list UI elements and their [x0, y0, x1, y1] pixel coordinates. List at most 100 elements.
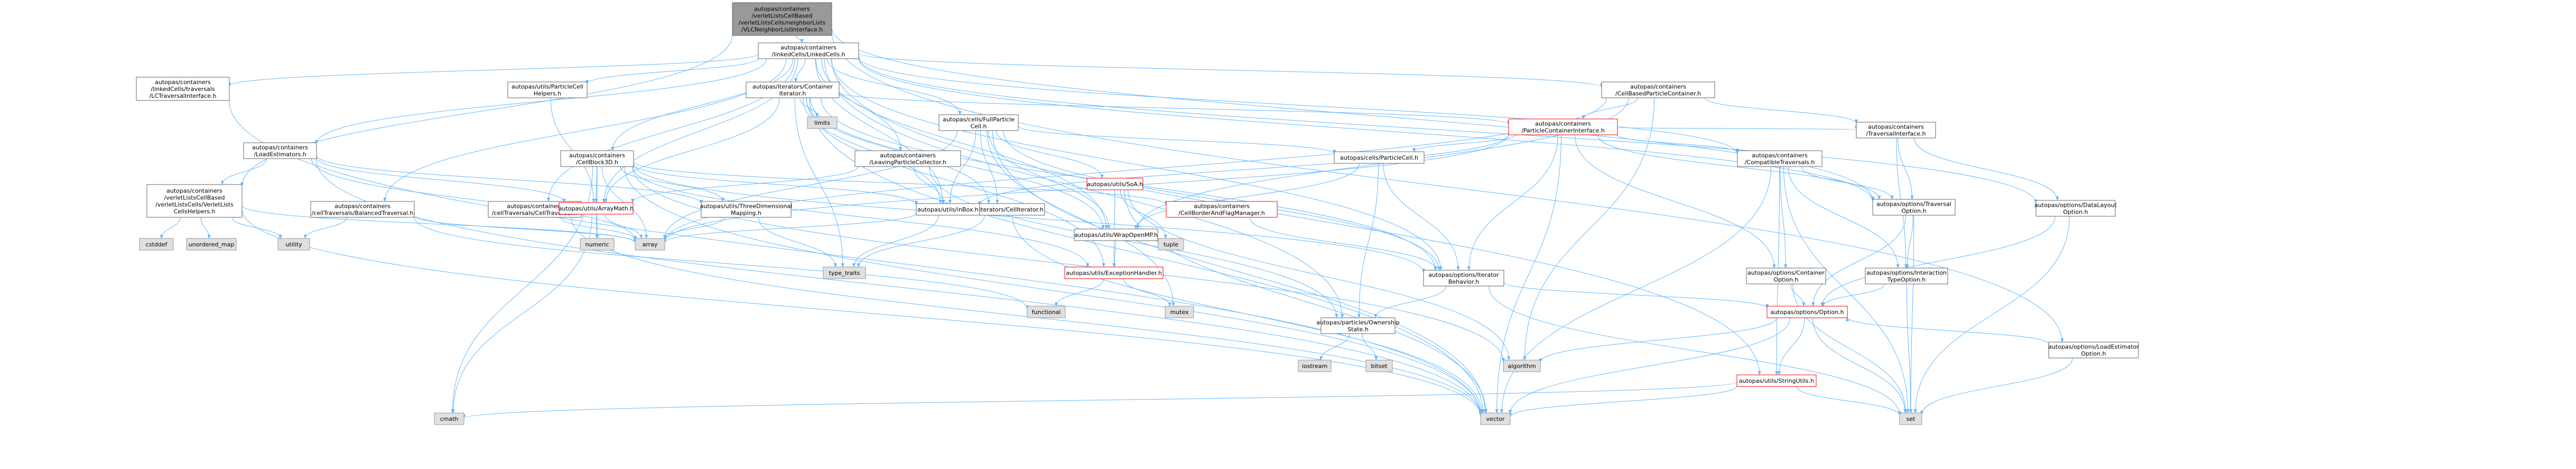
- node-cellBasedParticleContainer[interactable]: autopas/containers/CellBasedParticleCont…: [1601, 81, 1715, 98]
- node-box: [1074, 228, 1158, 241]
- edge-fullParticleCell-to-particleCell: [1018, 126, 1336, 154]
- node-numeric[interactable]: numeric: [580, 238, 615, 251]
- node-label-line: autopas/utils/ParticleCell: [512, 84, 583, 90]
- edge-dataLayoutOption-to-set: [1913, 216, 2070, 413]
- edge-threeDimensionalMapping-to-type_traits: [758, 217, 838, 268]
- edge-leavingParticleCollector-to-ownershipState: [928, 166, 1338, 318]
- edge-option-to-stringUtils: [1777, 317, 1805, 375]
- node-box: [434, 412, 464, 425]
- edge-linkedCells-to-iteratorBehavior: [831, 58, 1443, 271]
- node-box: [1766, 306, 1848, 318]
- node-particleCell[interactable]: autopas/cells/ParticleCell.h: [1334, 151, 1425, 164]
- node-label-line: algorithm: [1508, 363, 1536, 370]
- node-label-line: /cellTraversals/CellTraversal.h: [492, 210, 578, 217]
- node-vlcCellsHelpers[interactable]: autopas/containers/verletListsCellBased/…: [146, 184, 243, 218]
- node-soa[interactable]: autopas/utils/SoA.h: [1086, 178, 1143, 190]
- node-cellBlock3D[interactable]: autopas/containers/CellBlock3D.h: [560, 150, 634, 167]
- edge-cellBasedParticleContainer-to-particleContainerInterface: [1582, 97, 1638, 119]
- node-particleContainerInterface[interactable]: autopas/containers/ParticleContainerInte…: [1508, 118, 1618, 135]
- edge-inBox-to-type_traits: [852, 215, 939, 268]
- node-linkedCells[interactable]: autopas/containers/linkedCells/LinkedCel…: [758, 42, 859, 59]
- node-cstddef[interactable]: cstddef: [139, 238, 174, 251]
- edge-cellBlock3D-to-threeDimensionalMapping: [620, 166, 725, 202]
- node-arrayMath[interactable]: autopas/utils/ArrayMath.h: [559, 202, 634, 215]
- edge-arrayMath-to-cmath: [451, 214, 592, 413]
- node-label-line: /LoadEstimators.h: [254, 151, 306, 158]
- node-root[interactable]: autopas/containers/verletListsCellBased/…: [732, 2, 832, 36]
- edge-linkedCells-to-fullParticleCell: [827, 58, 962, 115]
- edge-containerOption-to-set: [1792, 283, 1908, 413]
- edge-balancedTraversal-to-array: [414, 215, 637, 243]
- edge-leavingParticleCollector-to-inBox: [914, 166, 945, 204]
- node-mutex[interactable]: mutex: [1165, 306, 1194, 318]
- node-cmath[interactable]: cmath: [434, 412, 464, 425]
- edge-option-to-algorithm: [1538, 317, 1777, 363]
- node-label-line: autopas/cells/ParticleCell.h: [1340, 154, 1418, 161]
- node-label-line: cstddef: [146, 241, 168, 248]
- edge-cellIterator-to-type_traits: [857, 215, 985, 268]
- node-utility[interactable]: utility: [277, 238, 310, 251]
- node-traversalInterface[interactable]: autopas/containers/TraversalInterface.h: [1856, 122, 1936, 139]
- node-label-line: Option.h: [1773, 277, 1798, 283]
- node-label-line: autopas/containers: [1630, 84, 1686, 90]
- node-label-line: limits: [814, 119, 830, 126]
- node-iostream[interactable]: iostream: [1298, 360, 1332, 372]
- node-array[interactable]: array: [635, 238, 665, 251]
- edge-iteratorBehavior-to-ownershipState: [1374, 286, 1447, 318]
- edge-soa-to-tuple: [1120, 189, 1167, 239]
- node-unordered_map[interactable]: unordered_map: [186, 238, 237, 251]
- edge-particleContainerInterface-to-traversalOption: [1597, 134, 1881, 200]
- edge-layer: [160, 27, 2073, 419]
- edge-vlcCellsHelpers-to-cstddef: [160, 217, 181, 239]
- node-label-line: array: [643, 241, 658, 248]
- node-leavingParticleCollector[interactable]: autopas/containers/LeavingParticleCollec…: [854, 150, 961, 167]
- node-wrapOpenMP[interactable]: autopas/utils/WrapOpenMP.h: [1074, 228, 1158, 241]
- node-exceptionHandler[interactable]: autopas/utils/ExceptionHandler.h: [1064, 266, 1164, 279]
- node-compatibleTraversals[interactable]: autopas/containers/CompatibleTraversals.…: [1737, 150, 1822, 167]
- node-box: [1480, 412, 1511, 425]
- node-box: [746, 81, 840, 98]
- edge-inBox-to-array: [663, 213, 917, 243]
- node-label-line: autopas/containers: [1868, 124, 1924, 131]
- node-option[interactable]: autopas/options/Option.h: [1766, 306, 1848, 318]
- node-label-line: Option.h: [2081, 351, 2106, 357]
- edge-particleContainerInterface-to-vector: [1495, 134, 1562, 413]
- node-box: [1872, 199, 1956, 216]
- edge-linkedCells-to-arrayMath: [602, 58, 798, 203]
- node-algorithm[interactable]: algorithm: [1503, 360, 1541, 372]
- node-bitset[interactable]: bitset: [1365, 360, 1393, 372]
- edge-particleContainerInterface-to-inBox: [978, 134, 1509, 206]
- node-stringUtils[interactable]: autopas/utils/StringUtils.h: [1736, 374, 1817, 387]
- node-vector[interactable]: vector: [1480, 412, 1511, 425]
- node-label-line: unordered_map: [189, 241, 235, 248]
- edge-containerIterator-to-type_traits: [794, 97, 845, 268]
- node-box: [1334, 151, 1425, 164]
- node-functional[interactable]: functional: [1027, 306, 1066, 318]
- node-label-line: /ParticleContainerInterface.h: [1521, 127, 1605, 134]
- edge-linkedCells-to-lcTraversalInterface: [228, 53, 759, 87]
- node-loadEstimators[interactable]: autopas/containers/LoadEstimators.h: [243, 142, 317, 159]
- node-lcTraversalInterface[interactable]: autopas/containers/linkedCells/traversal…: [136, 77, 230, 101]
- edge-traversalOption-to-option: [1811, 215, 1907, 307]
- node-cellBorderAndFlagManager[interactable]: autopas/containers/CellBorderAndFlagMana…: [1166, 201, 1278, 218]
- node-set[interactable]: set: [1899, 412, 1922, 425]
- node-inBox[interactable]: autopas/utils/inBox.h: [916, 203, 980, 216]
- node-type_traits[interactable]: type_traits: [823, 266, 866, 279]
- edge-option-to-set: [1812, 317, 1907, 413]
- node-tuple[interactable]: tuple: [1158, 238, 1184, 251]
- node-limits[interactable]: limits: [807, 116, 838, 129]
- node-balancedTraversal[interactable]: autopas/containers/cellTraversals/Balanc…: [310, 201, 415, 218]
- edge-particleContainerInterface-to-iteratorBehavior: [1467, 134, 1558, 271]
